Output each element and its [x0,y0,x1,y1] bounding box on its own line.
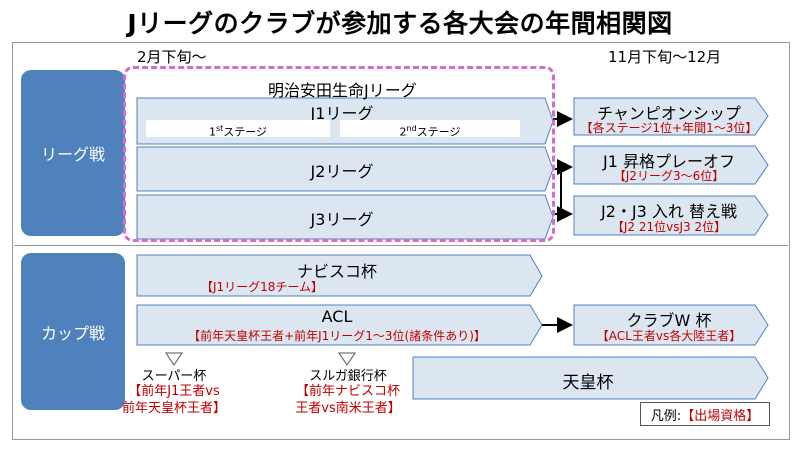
j3-arrow [136,194,554,240]
j1-label: J1リーグ [310,104,374,123]
club-wc-label: クラブW 杯 [626,311,712,330]
nabisco-sub: 【J1リーグ18チーム】 [200,280,324,294]
j1-playoff-arrow [573,145,769,185]
category-cup: カップ戦 [21,253,125,410]
page-title: Jリーグのクラブが参加する各大会の年間相関図 [127,9,673,38]
suruga-marker [338,352,356,366]
j3-label: J3リーグ [310,210,374,229]
championship-arrow [573,97,769,136]
legend-prefix: 凡例: [650,408,682,424]
super-cup-line2: 前年天皇杯王者】 [121,401,226,416]
suruga-line2: 王者vs南米王者】 [295,401,401,416]
j-league-group-box [123,66,555,242]
championship-label: チャンピオンシップ [597,104,741,123]
diagram-frame [12,42,790,440]
super-cup-marker [165,352,183,366]
nabisco-label: ナビスコ杯 [296,262,377,281]
super-cup-label: スーパー杯 [141,369,207,384]
period-end: 11月下旬〜12月 [608,48,722,66]
championship-sub: 【各ステージ1位+年間1〜3位】 [580,121,758,135]
acl-arrow [136,304,543,346]
suruga-line1: 【前年ナビスコ杯 [295,384,400,399]
acl-sub: 【前年天皇杯王者+前年J1リーグ1〜3位(諸条件あり)】 [188,329,486,343]
j1-stage-1: 1stステージ [146,120,330,139]
club-wc-sub: 【ACL王者vs各大陸王者】 [596,329,742,343]
j-league-group-label: 明治安田生命Jリーグ [268,81,417,100]
j1-playoff-sub: 【J2リーグ3〜6位】 [613,169,725,183]
acl-label: ACL [321,307,353,326]
suruga-label: スルガ銀行杯 [309,369,387,384]
emperor-arrow [412,356,769,400]
legend-text: 【出場資格】 [681,408,760,424]
super-cup-line1: 【前年J1王者vs [128,384,220,399]
section-divider [14,245,788,246]
j2j3-arrow [573,195,769,236]
club-wc-arrow [573,304,769,346]
j2j3-label: J2・J3 入れ 替え戦 [601,202,737,221]
j1-stage-2: 2ndステージ [340,120,520,139]
j2-arrow [136,146,554,192]
j1-playoff-label: J1 昇格プレーオフ [603,152,735,171]
nabisco-arrow [136,254,543,297]
j2j3-sub: 【J2 21位vsJ3 2位】 [611,220,727,234]
category-league: リーグ戦 [21,70,125,236]
period-start: 2月下旬〜 [137,48,207,66]
legend-box: 凡例: 【出場資格】 [640,402,770,426]
emperor-label: 天皇杯 [562,373,614,393]
j2-label: J2リーグ [310,162,374,181]
